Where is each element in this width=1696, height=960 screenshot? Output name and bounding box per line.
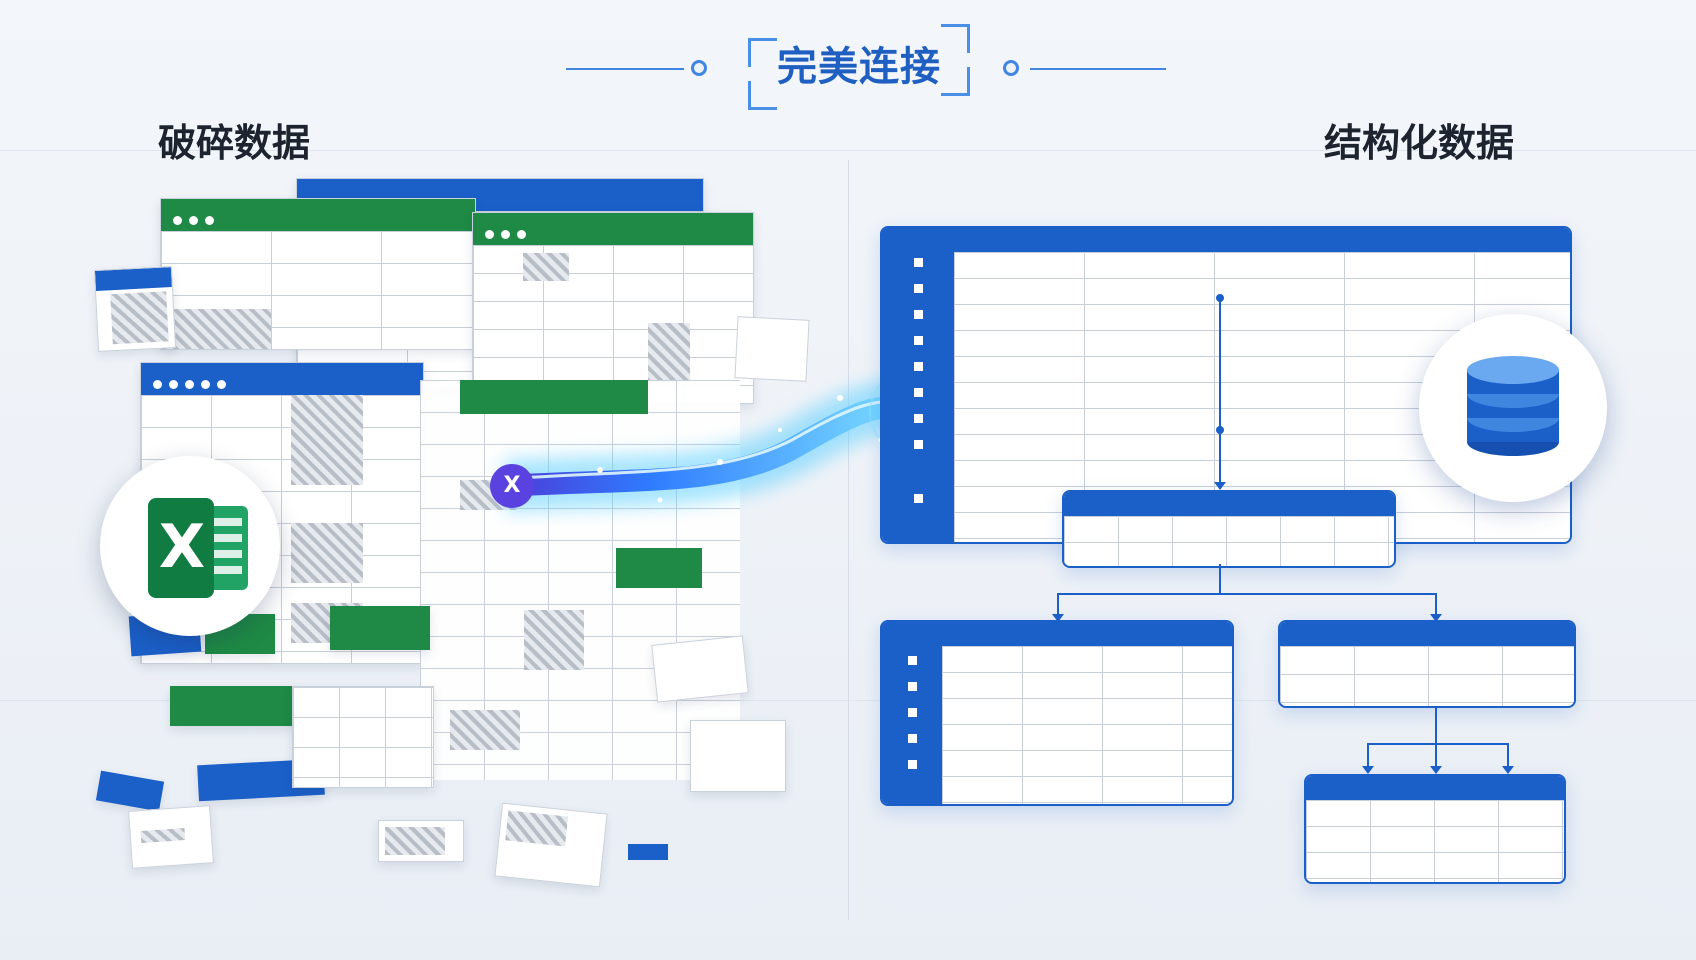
corrupted-cell (524, 610, 584, 670)
background-line (0, 150, 1696, 151)
row-marker (914, 258, 923, 267)
blue-fragment (628, 844, 668, 860)
spreadsheet-grid (473, 245, 753, 403)
excel-glyph: X (158, 512, 206, 582)
table-header-bar (1306, 776, 1564, 800)
corrupted-cell (523, 253, 569, 281)
title-ring-right (1003, 60, 1019, 76)
title-corner (748, 81, 777, 110)
green-cell (330, 606, 430, 650)
row-marker (914, 414, 923, 423)
fragment-pile (420, 380, 740, 780)
child-table-right (1278, 620, 1576, 708)
title-line-left (566, 68, 684, 70)
row-marker (908, 708, 917, 717)
stream-core (494, 396, 926, 497)
corrupted-cell (291, 395, 363, 485)
left-section-label: 破碎数据 (158, 121, 311, 165)
row-marker (914, 362, 923, 371)
row-marker (914, 388, 923, 397)
spreadsheet-grid (293, 687, 433, 787)
table-header-bar (1280, 622, 1574, 646)
stream-particle (597, 467, 603, 473)
title-line-right (1030, 68, 1166, 70)
table-grid (1280, 646, 1574, 706)
child-table-left (880, 620, 1234, 806)
row-marker (908, 656, 917, 665)
row-marker (914, 494, 923, 503)
row-marker (908, 682, 917, 691)
row-marker (914, 336, 923, 345)
title-corner (941, 67, 970, 96)
stream-particle (837, 395, 843, 401)
row-marker (908, 734, 917, 743)
spreadsheet-fragment (292, 686, 434, 788)
green-cell (616, 548, 702, 588)
title-ring-left (691, 60, 707, 76)
database-icon (1419, 314, 1607, 502)
row-marker (914, 310, 923, 319)
center-divider (848, 160, 849, 920)
green-cell (170, 686, 298, 726)
corrupted-cell (385, 827, 445, 855)
spreadsheet-fragment (690, 720, 786, 792)
table-side-bar (882, 228, 954, 542)
title-corner (748, 38, 777, 67)
spreadsheet-header-bar (161, 199, 475, 231)
table-grid (1064, 516, 1394, 566)
stream-particle (717, 459, 723, 465)
row-marker (914, 284, 923, 293)
right-section-label: 结构化数据 (1324, 121, 1515, 165)
title-frame: 完美连接 (748, 24, 970, 110)
corrupted-cell (161, 309, 271, 349)
database-logo-svg (1467, 356, 1559, 456)
green-cell (460, 380, 530, 414)
green-cell (530, 380, 648, 414)
spreadsheet-fragment (472, 212, 754, 404)
page-title: 完美连接 (777, 44, 941, 90)
corrupted-cell (291, 523, 363, 583)
spreadsheet-fragment (160, 198, 476, 350)
spreadsheet-header-bar (141, 363, 423, 395)
excel-icon: X (100, 456, 280, 636)
linking-table (1062, 490, 1396, 568)
stream-particle (778, 428, 782, 432)
table-header-bar (882, 228, 1570, 252)
stream-particle (657, 497, 663, 503)
stream-origin (490, 464, 534, 508)
row-marker (914, 440, 923, 449)
title-corner (941, 24, 970, 53)
grandchild-table (1304, 774, 1566, 884)
excel-logo-svg (148, 498, 248, 598)
stream-highlight (519, 400, 913, 480)
spreadsheet-header-bar (473, 213, 753, 245)
stream-origin-glyph: X (503, 473, 521, 498)
table-header-bar (1064, 492, 1394, 516)
corrupted-cell (648, 323, 690, 383)
table-grid (1306, 800, 1564, 882)
corrupted-cell (450, 710, 520, 750)
spreadsheet-fragment (378, 820, 464, 862)
table-grid (942, 646, 1232, 804)
row-marker (908, 760, 917, 769)
